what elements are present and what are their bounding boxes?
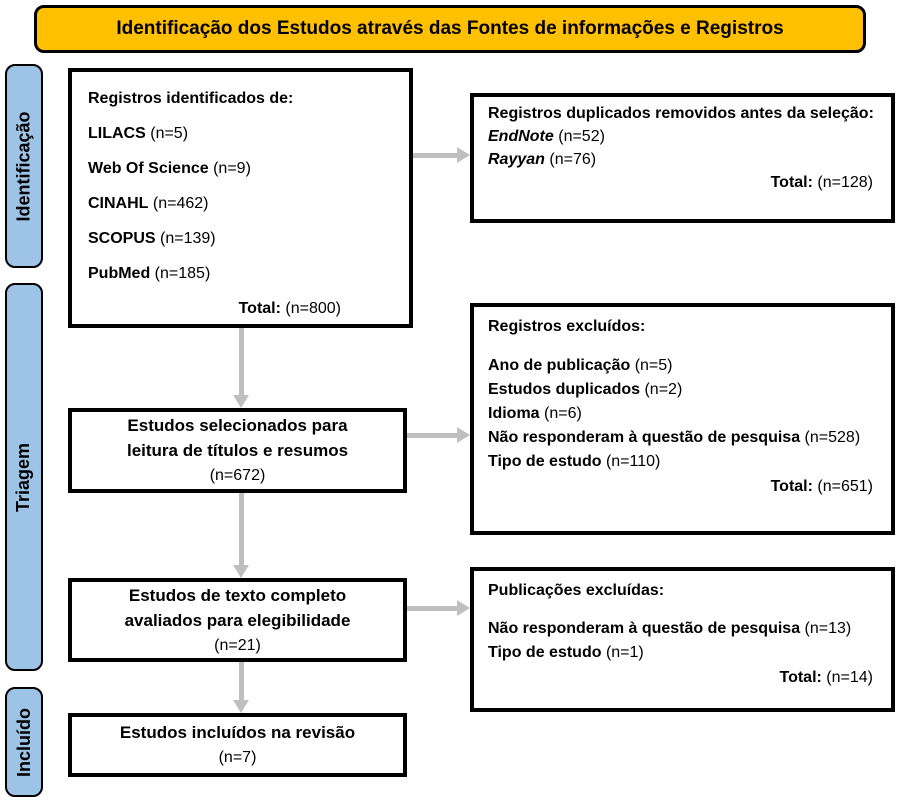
total-label: Total:	[770, 478, 813, 495]
box-title: Registros identificados de:	[88, 90, 294, 107]
source-row: LILACS (n=5)	[88, 116, 393, 151]
source-name: CINAHL	[88, 195, 149, 212]
box-duplicates-removed: Registros duplicados removidos antes da …	[470, 93, 895, 223]
reason-count: (n=13)	[804, 620, 852, 637]
total-row: Total: (n=14)	[488, 665, 877, 690]
tool-name: EndNote	[488, 128, 554, 145]
tool-row: Rayyan (n=76)	[488, 148, 877, 171]
box-screened-titles-abstracts: Estudos selecionados para leitura de tít…	[68, 408, 407, 493]
box-title-line1: Estudos selecionados para	[127, 416, 348, 435]
diagram-title: Identificação dos Estudos através das Fo…	[116, 18, 784, 39]
reason-name: Estudos duplicados	[488, 381, 641, 398]
total-row: Total: (n=800)	[88, 291, 393, 326]
source-row: SCOPUS (n=139)	[88, 221, 393, 256]
reason-row: Não responderam à questão de pesquisa (n…	[488, 617, 877, 641]
reason-row: Tipo de estudo (n=110)	[488, 450, 877, 474]
arrow-screened-to-excluded	[407, 427, 470, 443]
box-fulltext-assessed: Estudos de texto completo avaliados para…	[68, 578, 407, 662]
source-count: (n=5)	[150, 125, 189, 142]
source-name: LILACS	[88, 125, 146, 142]
total-label: Total:	[779, 669, 822, 686]
reason-name: Não responderam à questão de pesquisa	[488, 429, 801, 446]
arrow-identified-to-duplicates	[413, 147, 470, 163]
box-title-line1: Estudos de texto completo	[128, 585, 347, 605]
reason-count: (n=5)	[634, 357, 673, 374]
box-included-in-review: Estudos incluídos na revisão (n=7)	[68, 713, 407, 777]
source-row: CINAHL (n=462)	[88, 186, 393, 221]
source-count: (n=462)	[152, 195, 209, 212]
reason-count: (n=6)	[544, 405, 582, 422]
reason-name: Não responderam à questão de pesquisa	[488, 620, 801, 637]
box-title: Registros excluídos:	[488, 318, 646, 335]
box-title-line2: leitura de títulos e resumos	[126, 441, 349, 460]
reason-count: (n=110)	[605, 453, 661, 470]
reason-count: (n=528)	[804, 429, 861, 446]
tool-row: EndNote (n=52)	[488, 125, 877, 148]
reason-row: Estudos duplicados (n=2)	[488, 378, 877, 402]
total-count: (n=651)	[817, 478, 873, 495]
reason-name: Ano de publicação	[488, 357, 631, 374]
reason-row: Idioma (n=6)	[488, 402, 877, 426]
total-count: (n=800)	[285, 300, 341, 317]
total-label: Total:	[238, 300, 281, 317]
source-name: Web Of Science	[88, 160, 209, 177]
reason-count: (n=2)	[644, 381, 683, 398]
source-row: PubMed (n=185)	[88, 256, 393, 291]
reason-name: Idioma	[488, 405, 540, 422]
stage-label-text: Identificação	[13, 110, 34, 222]
tool-count: (n=52)	[558, 128, 605, 145]
stage-label-identificacao: Identificação	[5, 64, 43, 268]
source-row: Web Of Science (n=9)	[88, 151, 393, 186]
arrow-identified-to-screened	[233, 328, 249, 408]
total-row: Total: (n=651)	[488, 474, 877, 499]
stage-label-text: Triagem	[13, 442, 34, 512]
stage-label-incluido: Incluído	[5, 687, 43, 797]
box-title-line2: avaliados para elegibilidade	[124, 610, 351, 630]
reason-row: Tipo de estudo (n=1)	[488, 641, 877, 665]
total-count: (n=14)	[826, 669, 873, 686]
source-count: (n=185)	[154, 265, 211, 282]
total-label: Total:	[770, 174, 813, 191]
reason-count: (n=1)	[605, 644, 644, 661]
diagram-title-banner: Identificação dos Estudos através das Fo…	[34, 5, 866, 53]
stage-label-triagem: Triagem	[5, 283, 43, 671]
reason-name: Tipo de estudo	[488, 453, 602, 470]
arrow-fulltext-to-publications-excluded	[407, 600, 470, 616]
box-title: Publicações excluídas:	[488, 582, 665, 599]
stage-label-text: Incluído	[13, 707, 34, 777]
reason-row: Não responderam à questão de pesquisa (n…	[488, 426, 877, 450]
source-name: PubMed	[88, 265, 151, 282]
total-row: Total: (n=128)	[488, 171, 877, 195]
arrow-screened-to-fulltext	[233, 493, 249, 578]
box-count: (n=672)	[209, 467, 266, 484]
total-count: (n=128)	[817, 174, 873, 191]
box-records-excluded: Registros excluídos: Ano de publicação (…	[470, 303, 895, 535]
arrow-fulltext-to-included	[233, 662, 249, 713]
box-title-line1: Estudos incluídos na revisão	[119, 723, 356, 742]
box-publications-excluded: Publicações excluídas: Não responderam à…	[470, 567, 895, 712]
source-count: (n=9)	[213, 160, 251, 177]
box-records-identified: Registros identificados de: LILACS (n=5)…	[68, 68, 413, 328]
reason-row: Ano de publicação (n=5)	[488, 354, 877, 378]
source-count: (n=139)	[160, 230, 216, 247]
source-name: SCOPUS	[88, 230, 156, 247]
tool-count: (n=76)	[549, 151, 597, 168]
box-title: Registros duplicados removidos antes da …	[488, 105, 874, 122]
box-count: (n=7)	[218, 749, 257, 766]
tool-name: Rayyan	[488, 151, 545, 168]
reason-name: Tipo de estudo	[488, 644, 602, 661]
box-count: (n=21)	[214, 636, 261, 654]
